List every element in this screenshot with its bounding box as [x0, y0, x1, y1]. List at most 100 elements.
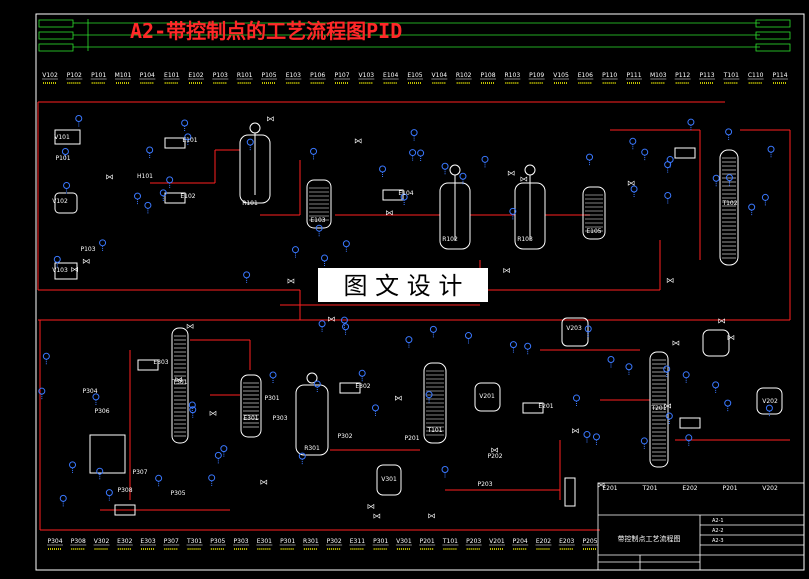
- label-e103: E103: [310, 217, 325, 224]
- label-h101: H101: [137, 173, 153, 180]
- label-e105: E105: [586, 228, 601, 235]
- top-tag-6: E102: [188, 72, 203, 79]
- valve-icon: [209, 410, 217, 416]
- legend-tag-2: [38, 31, 74, 40]
- top-tag-29: C110: [748, 72, 764, 79]
- bottom-tag-10: P301: [280, 538, 295, 545]
- tower-t101: [423, 362, 447, 444]
- bottom-tag-17: T101: [442, 538, 458, 545]
- top-tag-2: P101: [91, 72, 106, 79]
- label-p103: P103: [80, 246, 95, 253]
- exchanger-e106: [674, 147, 696, 159]
- exchanger-e302: [339, 382, 361, 394]
- label-p301: P301: [264, 395, 279, 402]
- bottom-tag-21: E202: [536, 538, 551, 545]
- vessel-v301: [376, 464, 402, 496]
- top-tag-0: V102: [42, 72, 58, 79]
- bottom-tag-19: V201: [489, 538, 505, 545]
- drawing-title: A2-带控制点的工艺流程图PID: [130, 19, 402, 43]
- top-tag-9: P105: [261, 72, 276, 79]
- bottom-tag-4: E303: [140, 538, 155, 545]
- exchanger-e102: [164, 192, 186, 204]
- valve-icon: [718, 318, 725, 324]
- valve-icon: [386, 210, 393, 216]
- valve-icon: [328, 316, 335, 322]
- valve-icon: [507, 170, 515, 176]
- tb-cell-2: A2-3: [712, 538, 724, 544]
- label-p308: P308: [117, 487, 132, 494]
- title-block-drawing-name: 带控制点工艺流程图: [618, 534, 681, 543]
- valve-icon: [82, 258, 90, 264]
- valve-icon: [428, 513, 435, 519]
- valve-icon: [491, 447, 498, 453]
- label-r102: R102: [442, 236, 458, 243]
- label-v101: V101: [54, 134, 70, 141]
- valve-icon: [367, 503, 375, 510]
- top-tag-4: P104: [140, 72, 155, 79]
- top-tag-18: P108: [480, 72, 495, 79]
- label-p307: P307: [132, 469, 147, 476]
- top-tag-24: P111: [626, 72, 641, 79]
- bottom-tag-12: P302: [327, 538, 342, 545]
- top-tag-15: E105: [407, 72, 422, 79]
- label-p203: P203: [477, 481, 492, 488]
- exchanger-e202: [679, 417, 701, 429]
- label-t102: T102: [721, 200, 737, 207]
- label-r301: R301: [304, 445, 320, 452]
- top-tag-1: P102: [67, 72, 82, 79]
- bottom-tag-16: P201: [420, 538, 435, 545]
- label-r101: R101: [242, 200, 258, 207]
- label-p302: P302: [337, 433, 352, 440]
- valve-icon: [267, 116, 274, 122]
- label-v103: V103: [52, 267, 68, 274]
- bottom-tag-5: P307: [164, 538, 179, 545]
- tower-t201: [649, 351, 669, 468]
- label-e101: E101: [182, 137, 197, 144]
- valve-icon: [354, 138, 362, 144]
- bottom-tag-2: V302: [94, 538, 110, 545]
- top-tag-26: P112: [675, 72, 690, 79]
- valve-icon: [664, 403, 672, 409]
- label-t201: T201: [650, 405, 666, 412]
- tb-cell-0: A2-1: [712, 518, 724, 524]
- valve-icon: [106, 174, 113, 180]
- label-v301: V301: [381, 476, 397, 483]
- valve-icon: [186, 323, 194, 329]
- label-p304: P304: [82, 388, 97, 395]
- bottom-tag-15: V301: [396, 538, 412, 545]
- legend-tag-1: [38, 19, 74, 28]
- valve-icon: [373, 513, 381, 519]
- top-tag-25: M103: [650, 72, 667, 79]
- vessel-v202a: [702, 329, 730, 357]
- watermark-box: [318, 268, 488, 302]
- valve-icon: [627, 180, 635, 186]
- label-p101: P101: [55, 155, 70, 162]
- reactor-r301: [295, 384, 329, 456]
- label-e104: E104: [398, 190, 413, 197]
- top-tag-19: R103: [505, 72, 521, 79]
- tb-row-3: P201: [722, 485, 737, 492]
- tb-row-0: E201: [602, 485, 617, 492]
- legend-tag-3: [38, 43, 74, 52]
- title-block: [597, 482, 805, 571]
- exchanger-e201: [522, 402, 544, 414]
- bottom-tag-18: P203: [466, 538, 481, 545]
- tower-t102: [719, 149, 739, 266]
- label-e302: E302: [355, 383, 370, 390]
- valve-icon: [287, 278, 295, 284]
- top-tag-21: V105: [553, 72, 569, 79]
- bottom-tag-8: P303: [234, 538, 249, 545]
- top-tag-28: T101: [723, 72, 739, 79]
- valve-icon: [520, 176, 528, 182]
- equipment: [54, 122, 783, 516]
- bottom-tag-13: E311: [350, 538, 365, 545]
- agitator-motor-r301: [306, 372, 318, 384]
- instrument-bubbles: [38, 115, 775, 519]
- label-v102: V102: [52, 198, 68, 205]
- tank-v101: [54, 129, 81, 145]
- valve-icon: [260, 479, 268, 485]
- bottom-tag-0: P304: [47, 538, 62, 545]
